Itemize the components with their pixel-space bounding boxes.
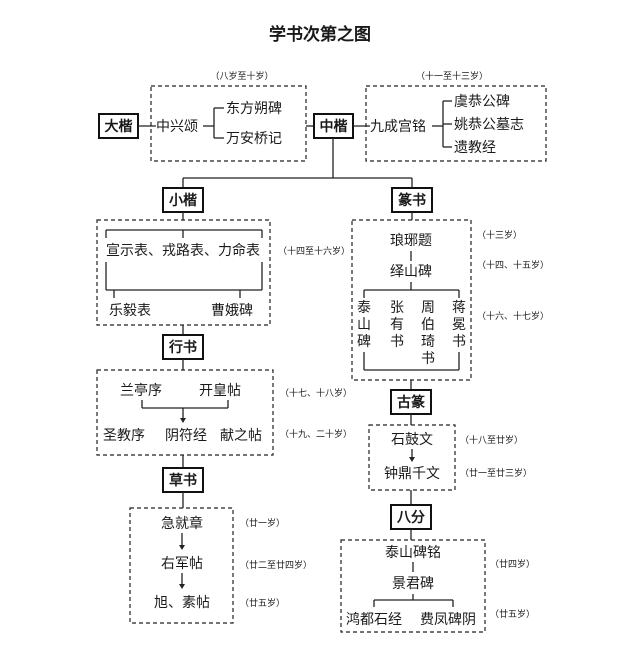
age-cao2: （廿二至廿四岁） bbox=[240, 559, 312, 571]
work-youjun: 右军帖 bbox=[161, 556, 203, 572]
work-feifeng: 费凤碑阴 bbox=[420, 612, 476, 628]
work-taishan-vertical-1: 泰 bbox=[357, 300, 371, 316]
age-zhuan3: （十六、十七岁） bbox=[477, 310, 549, 322]
work-yugong: 虞恭公碑 bbox=[454, 94, 510, 110]
work-xusu: 旭、素帖 bbox=[154, 595, 210, 611]
work-zhou-vertical-2: 伯 bbox=[421, 317, 435, 333]
work-taishanming: 泰山碑铭 bbox=[385, 545, 441, 561]
stage-box-xingshu bbox=[162, 334, 204, 360]
work-cao-e: 曹娥碑 bbox=[211, 303, 253, 319]
work-xuanshi: 宣示表、戎路表、力命表 bbox=[106, 242, 260, 259]
work-zhongding: 钟鼎千文 bbox=[384, 465, 440, 482]
work-zhang-vertical-2: 有 bbox=[390, 317, 404, 333]
work-wanan: 万安桥记 bbox=[226, 131, 282, 147]
age-guzhuan1: （十八至廿岁） bbox=[460, 434, 523, 446]
work-yinfu: 阴符经 bbox=[165, 428, 207, 444]
work-zhou-vertical-4: 书 bbox=[421, 351, 435, 367]
stage-xiaokai: 小楷 bbox=[169, 192, 197, 209]
work-dongfang: 东方朔碑 bbox=[226, 101, 282, 117]
work-shigu: 石鼓文 bbox=[391, 432, 433, 448]
work-zhou-vertical-1: 周 bbox=[421, 300, 435, 316]
age-daikai: （八岁至十岁） bbox=[210, 70, 273, 82]
work-jiucheng: 九成宫铭 bbox=[370, 119, 426, 135]
age-zhongkai: （十一至十三岁） bbox=[416, 70, 488, 82]
work-hongdu: 鸿都石经 bbox=[346, 611, 402, 628]
stage-bafen: 八分 bbox=[396, 510, 425, 526]
age-zhuan1: （十三岁） bbox=[477, 229, 522, 241]
work-zhongxingsong: 中兴颂 bbox=[156, 119, 198, 135]
work-jiang-vertical-2: 冕 bbox=[452, 317, 466, 333]
age-xing2: （十九、二十岁） bbox=[280, 428, 352, 440]
age-xiaokai: （十四至十六岁） bbox=[278, 245, 350, 257]
xingshu-works-box bbox=[96, 369, 274, 456]
work-jiang-vertical-1: 蒋 bbox=[452, 300, 466, 316]
age-bafen2: （廿五岁） bbox=[490, 608, 535, 620]
work-yijiao: 遗教经 bbox=[454, 140, 496, 156]
age-bafen1: （廿四岁） bbox=[490, 558, 535, 570]
age-xing1: （十七、十八岁） bbox=[280, 387, 352, 399]
work-yishan: 绎山碑 bbox=[390, 264, 432, 280]
stage-guzhuan: 古篆 bbox=[397, 394, 425, 411]
stage-box-zhuanshu bbox=[391, 187, 433, 213]
age-cao1: （廿一岁） bbox=[240, 517, 285, 529]
stage-box-xiaokai bbox=[162, 187, 204, 213]
age-zhuan2: （十四、十五岁） bbox=[477, 259, 549, 271]
arrow-down bbox=[179, 584, 185, 589]
work-shengjiao: 圣教序 bbox=[103, 428, 145, 444]
age-cao3: （廿五岁） bbox=[240, 597, 285, 609]
work-zhang-vertical-1: 张 bbox=[390, 300, 404, 316]
work-yaogong: 姚恭公墓志 bbox=[454, 117, 524, 133]
work-zhou-vertical-3: 琦 bbox=[421, 334, 435, 350]
work-kaihuang: 开皇帖 bbox=[199, 383, 241, 399]
stage-zhongkai: 中楷 bbox=[320, 118, 348, 135]
stage-box-guzhuan bbox=[390, 389, 432, 415]
stage-xingshu: 行书 bbox=[168, 339, 197, 356]
work-lanting: 兰亭序 bbox=[120, 382, 162, 399]
arrow-down bbox=[179, 545, 185, 550]
work-langya: 琅琊题 bbox=[390, 233, 432, 249]
guzhuan-works-box bbox=[368, 424, 456, 491]
work-jingjun: 景君碑 bbox=[392, 576, 434, 592]
work-jijiu: 急就章 bbox=[161, 515, 203, 532]
stage-zhuanshu: 篆书 bbox=[398, 192, 426, 209]
stage-caoshu: 草书 bbox=[169, 472, 197, 489]
arrow-down bbox=[180, 418, 186, 423]
work-taishan-vertical-3: 碑 bbox=[357, 334, 371, 350]
work-taishan-vertical-2: 山 bbox=[357, 317, 371, 333]
work-zhang-vertical-3: 书 bbox=[390, 334, 404, 350]
stage-daikai: 大楷 bbox=[105, 118, 133, 135]
zhongkai-works-box bbox=[365, 85, 547, 162]
daikai-works-box bbox=[150, 85, 307, 162]
work-jiang-vertical-3: 书 bbox=[452, 334, 466, 350]
work-xianzhi: 献之帖 bbox=[220, 428, 262, 444]
diagram-title: 学书次第之图 bbox=[269, 24, 371, 45]
work-leyi: 乐毅表 bbox=[109, 302, 151, 319]
arrow-down bbox=[409, 457, 415, 462]
bafen-works-box bbox=[340, 539, 486, 633]
stage-box-caoshu bbox=[162, 467, 204, 493]
caoshu-works-box bbox=[129, 507, 234, 624]
age-guzhuan2: （廿一至廿三岁） bbox=[460, 467, 532, 479]
